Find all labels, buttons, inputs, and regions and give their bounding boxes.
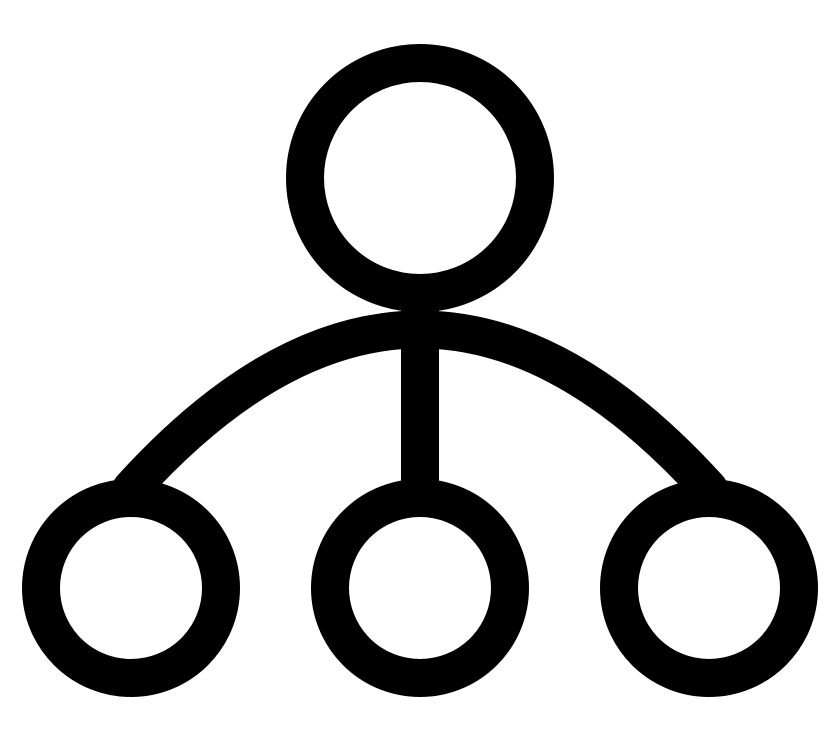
child-node-middle xyxy=(311,479,529,697)
child-node-left xyxy=(22,479,240,697)
root-node xyxy=(286,44,554,312)
child-node-right xyxy=(600,479,818,697)
